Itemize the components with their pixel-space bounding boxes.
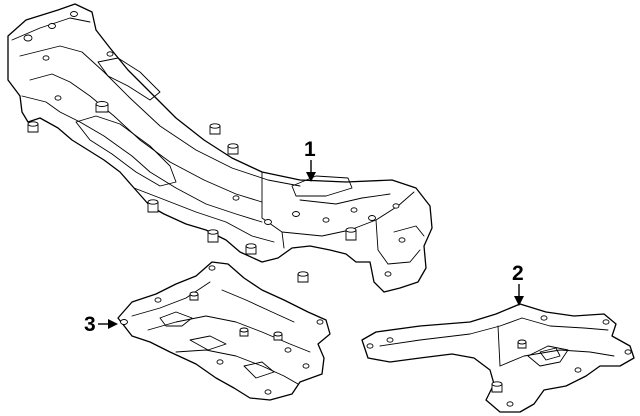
callout-3: 3 bbox=[84, 313, 118, 336]
callout-1-label: 1 bbox=[304, 138, 316, 161]
brace-part bbox=[361, 303, 635, 413]
callout-3-label: 3 bbox=[84, 313, 96, 336]
callout-2: 2 bbox=[512, 262, 524, 306]
under-cover-studs bbox=[189, 291, 283, 341]
crossmember-studs bbox=[27, 101, 357, 283]
brace-studs bbox=[491, 339, 527, 393]
callout-3-arrowhead bbox=[108, 319, 118, 329]
under-cover-holes bbox=[120, 265, 324, 395]
callout-2-label: 2 bbox=[512, 262, 524, 285]
callout-2-arrowhead bbox=[514, 296, 524, 306]
crossmember-holes bbox=[23, 11, 406, 277]
under-cover-part bbox=[117, 261, 331, 401]
brace-holes bbox=[366, 315, 632, 407]
crossmember-part bbox=[7, 3, 433, 293]
callout-1: 1 bbox=[304, 138, 316, 182]
callout-1-arrowhead bbox=[306, 172, 316, 182]
